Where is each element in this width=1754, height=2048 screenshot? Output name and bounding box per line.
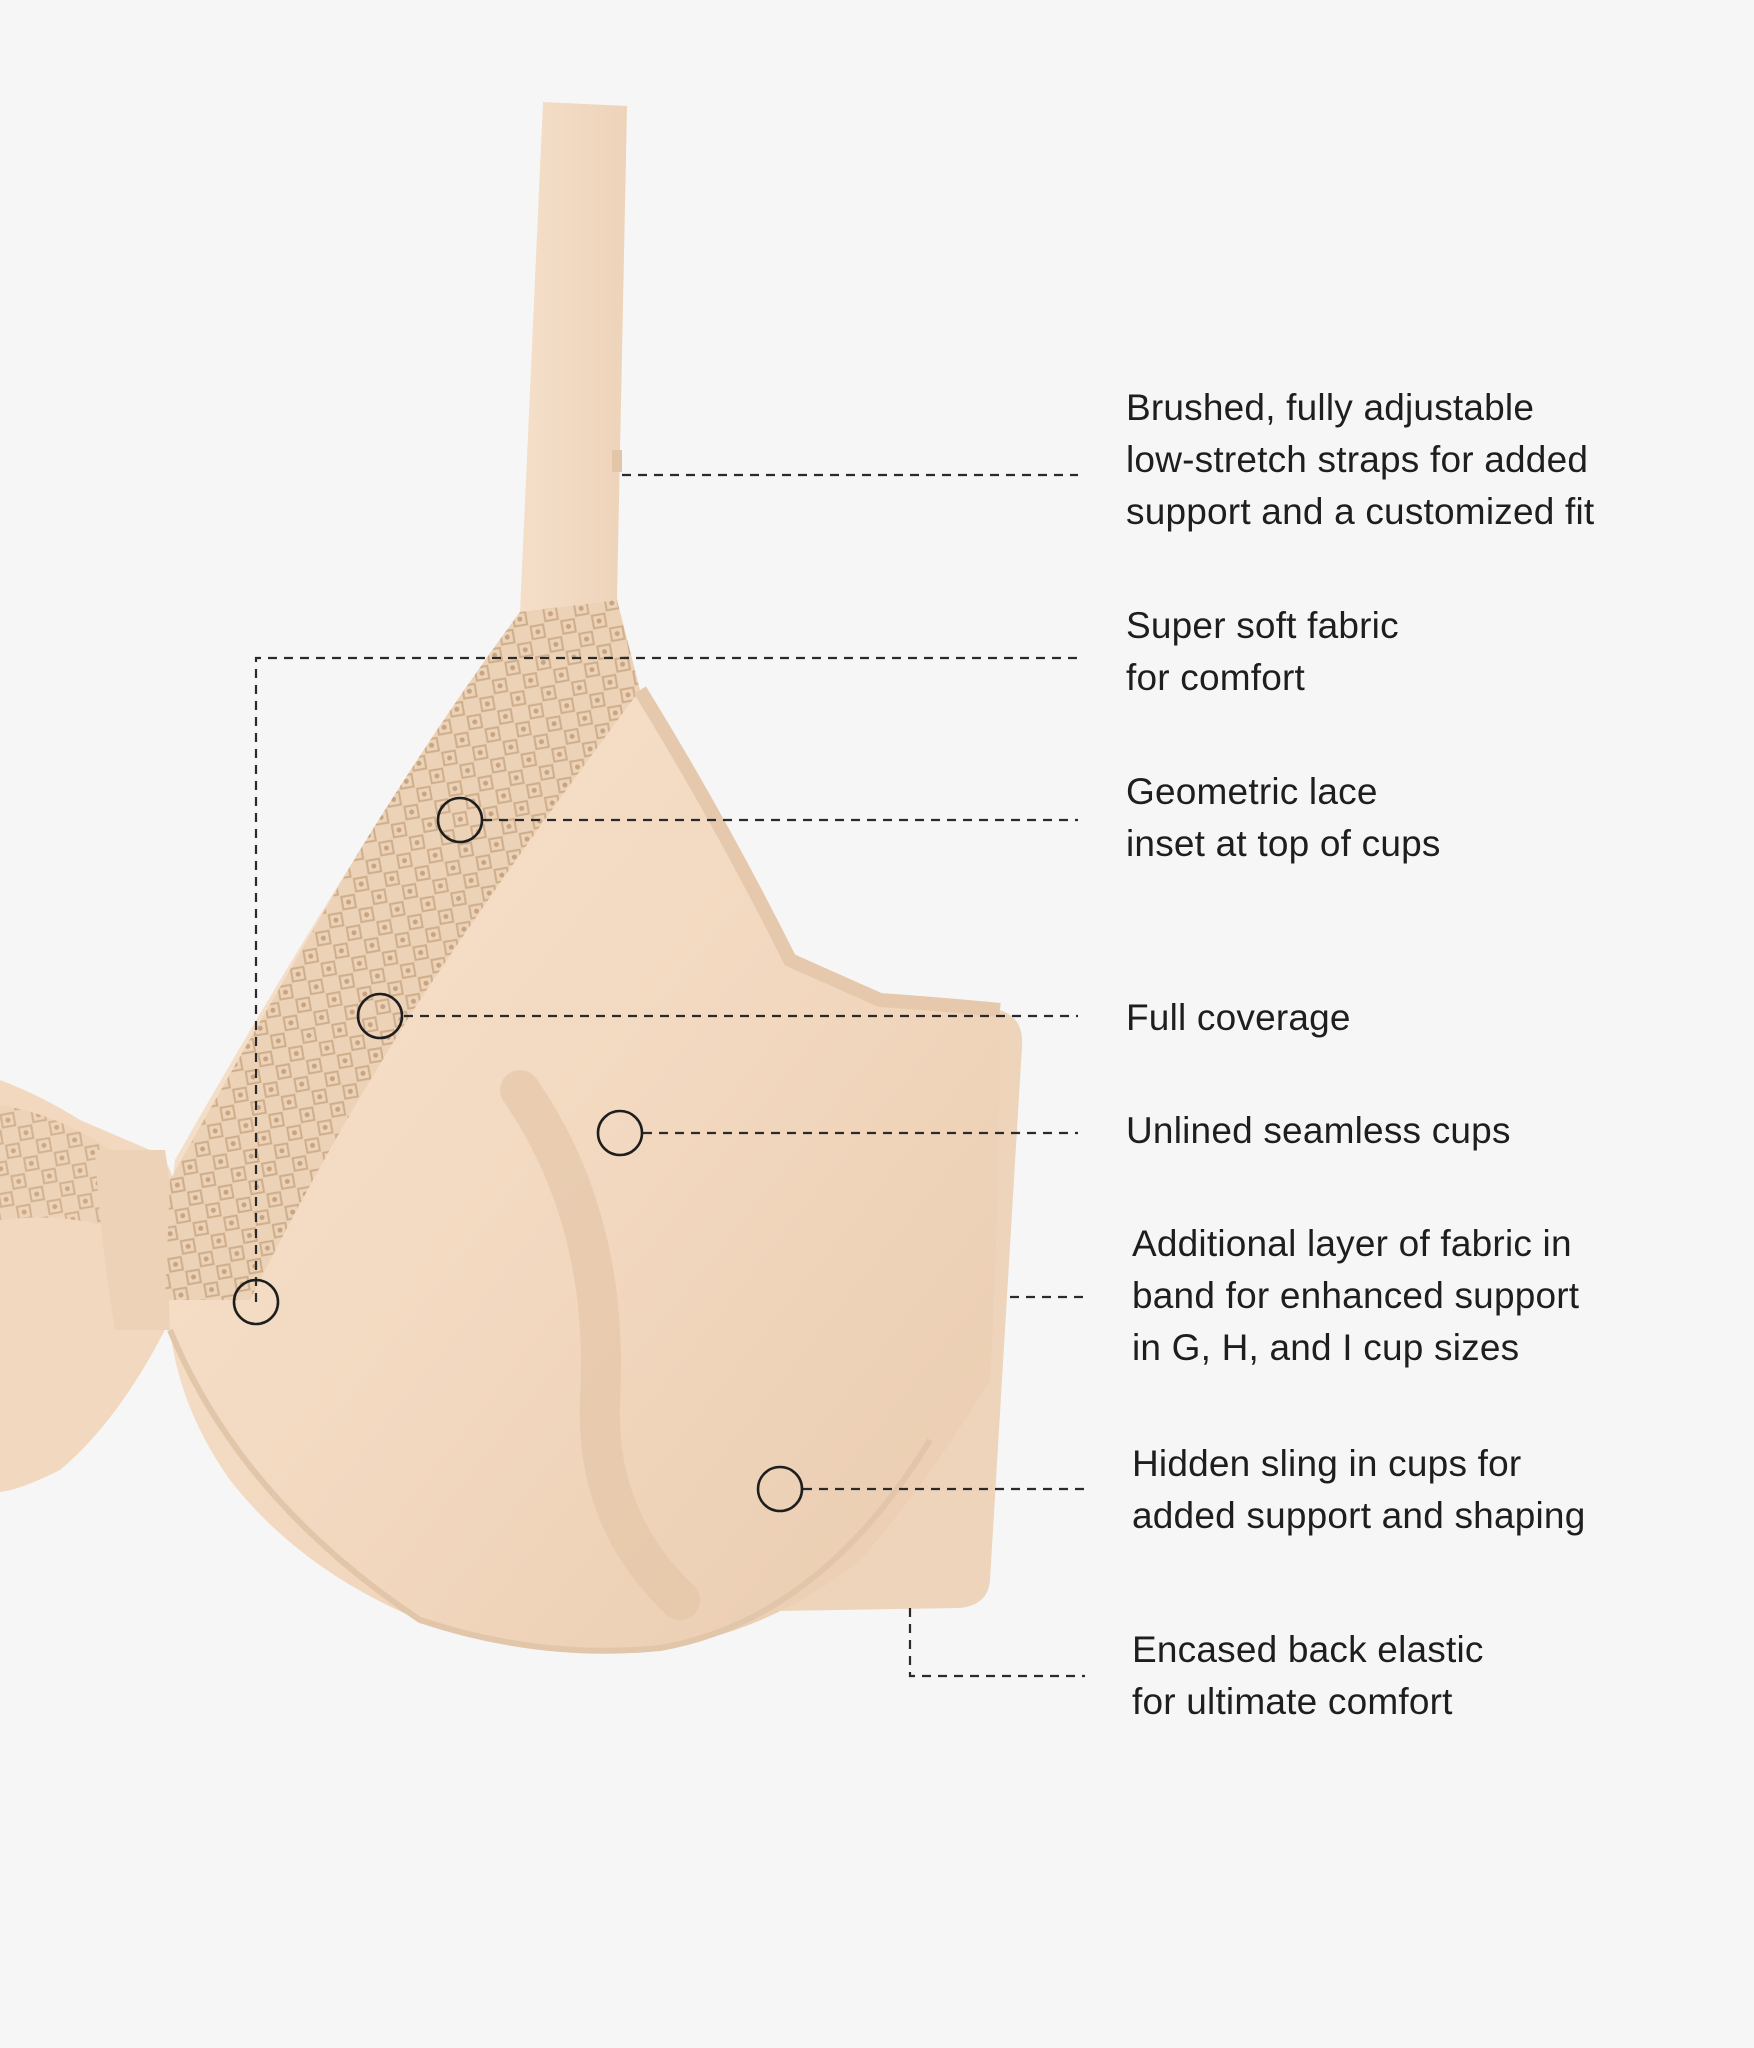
marker-fabric [232, 1278, 280, 1326]
callout-band: Additional layer of fabric in band for e… [1132, 1223, 1580, 1368]
marker-cups [596, 1109, 644, 1157]
lace-inset [165, 600, 640, 1300]
callout-lace: Geometric lace inset at top of cups [1126, 771, 1441, 864]
underwire-seam [167, 1328, 933, 1654]
shoulder-strap [520, 102, 627, 612]
callout-coverage: Full coverage [1126, 997, 1351, 1038]
center-gore [95, 1150, 174, 1330]
leader-elastic [908, 1608, 1085, 1678]
leader-fabric [254, 656, 1078, 1302]
callout-straps: Brushed, fully adjustable low-stretch st… [1126, 387, 1595, 532]
callout-sling: Hidden sling in cups for added support a… [1132, 1443, 1586, 1536]
callout-cups: Unlined seamless cups [1126, 1110, 1511, 1151]
callout-fabric: Super soft fabric for comfort [1126, 605, 1399, 698]
marker-coverage [356, 992, 404, 1040]
cup-shading [500, 1070, 700, 1620]
callout-elastic: Encased back elastic for ultimate comfor… [1132, 1629, 1484, 1722]
callout-markers [232, 796, 804, 1513]
callout-leaders [254, 473, 1085, 1678]
neckline-trim [634, 686, 1001, 1017]
marker-sling [756, 1465, 804, 1513]
marker-lace [436, 796, 484, 844]
